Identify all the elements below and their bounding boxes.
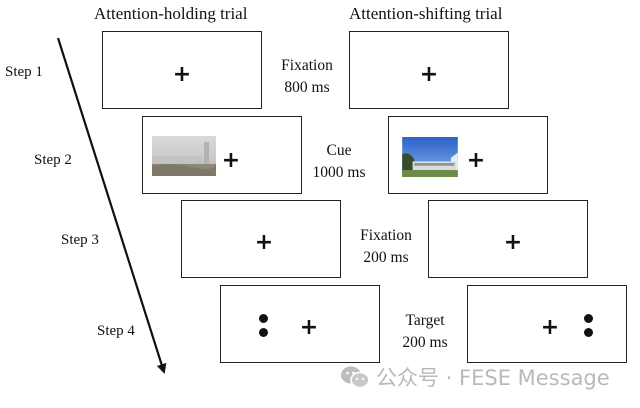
step1-phase: Fixation 800 ms (281, 55, 333, 99)
shifting-step2-screen: + (388, 116, 548, 194)
step-label-2: Step 2 (34, 152, 72, 168)
left-column-title: Attention-holding trial (94, 4, 248, 23)
step2-phase-name: Cue (326, 142, 352, 159)
shifting-step1-screen: + (349, 31, 509, 109)
target-dot-upper (259, 314, 268, 323)
time-arrow-line (56, 37, 167, 374)
fixation-cross: + (254, 230, 274, 255)
fixation-cross: + (419, 62, 439, 87)
shifting-step3-screen: + (428, 200, 588, 278)
fixation-cross: + (299, 315, 319, 340)
step-label-1: Step 1 (5, 64, 43, 80)
wechat-icon (341, 366, 370, 389)
step3-phase: Fixation 200 ms (360, 225, 412, 269)
step4-duration: 200 ms (402, 334, 448, 351)
step4-phase-name: Target (405, 312, 445, 329)
right-column-title: Attention-shifting trial (349, 4, 503, 23)
step3-phase-name: Fixation (360, 227, 412, 244)
shifting-step4-screen: + (467, 285, 627, 363)
target-dot-lower (584, 328, 593, 337)
holding-step1-screen: + (102, 31, 262, 109)
step2-phase: Cue 1000 ms (313, 140, 366, 184)
holding-step3-screen: + (181, 200, 341, 278)
fixation-cross: + (540, 315, 560, 340)
hazy-city-cue-image (152, 136, 216, 176)
target-dot-lower (259, 328, 268, 337)
holding-step4-screen: + (220, 285, 380, 363)
target-dot-upper (584, 314, 593, 323)
step1-phase-name: Fixation (281, 57, 333, 74)
fixation-cross: + (172, 62, 192, 87)
building-cue-image (402, 137, 458, 177)
step2-duration: 1000 ms (312, 164, 366, 181)
fixation-cross: + (466, 148, 486, 173)
fixation-cross: + (221, 148, 241, 173)
step4-phase: Target 200 ms (402, 310, 447, 354)
step3-duration: 200 ms (363, 249, 409, 266)
step-label-4: Step 4 (97, 323, 135, 339)
step1-duration: 800 ms (284, 79, 330, 96)
watermark-text: 公众号 · FESE Message (376, 366, 610, 390)
step-label-3: Step 3 (61, 232, 99, 248)
fixation-cross: + (503, 230, 523, 255)
holding-step2-screen: + (142, 116, 302, 194)
watermark: 公众号 · FESE Message (340, 362, 610, 392)
